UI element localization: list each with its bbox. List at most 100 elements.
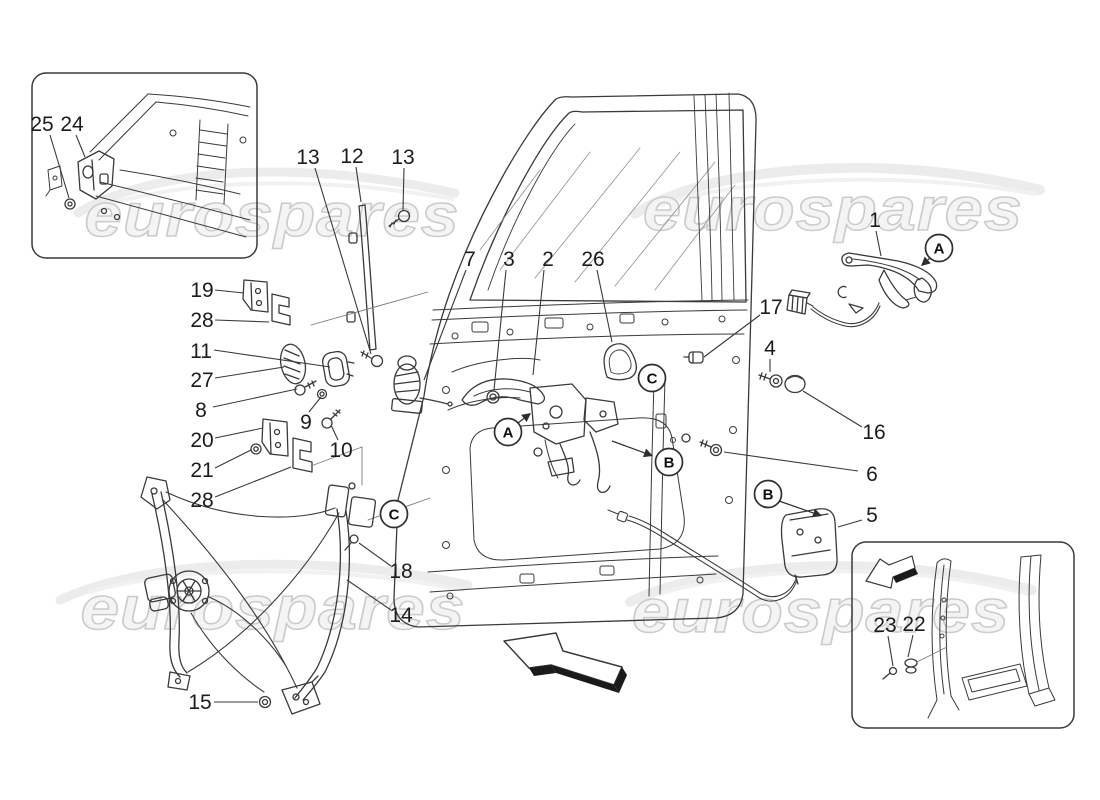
screw-23 (882, 666, 898, 680)
part-label-27: 27 (190, 369, 213, 392)
marker-arrow-head (812, 508, 822, 518)
part-label-18: 18 (389, 560, 412, 583)
leader-line (214, 427, 264, 439)
screw-13-upper (388, 209, 411, 228)
ref-marker-A (924, 233, 954, 263)
leader-line (532, 269, 545, 376)
striker-bracket-24 (77, 150, 121, 221)
marker-arrow-head (643, 448, 653, 458)
part-label-6: 6 (866, 463, 878, 486)
part-label-20: 20 (190, 429, 213, 452)
direction-arrow-large (503, 632, 627, 693)
watermark-text: eurospares (643, 175, 1023, 243)
leader-line (214, 366, 285, 379)
leader-line (358, 542, 392, 567)
part-label-8: 8 (195, 399, 207, 422)
door-corner-sketch (89, 93, 251, 238)
part-label-9: 9 (300, 411, 312, 434)
door-check-strap (391, 355, 453, 414)
clip-22 (904, 658, 918, 674)
triangle-trim-26 (603, 343, 637, 381)
part-label-28: 28 (190, 309, 213, 332)
marker-arrow-line (517, 418, 525, 424)
regulator-motor (144, 570, 210, 612)
part-label-12: 12 (340, 145, 363, 168)
small-bracket (45, 165, 63, 197)
leader-line (75, 134, 86, 158)
window-guide-rail (346, 204, 377, 351)
marker-arrow-head (921, 256, 931, 266)
ref-marker-letter-C: C (389, 507, 400, 524)
leader-line (213, 349, 331, 368)
door-outline (393, 93, 757, 628)
lock-cable (607, 509, 798, 602)
leader-line (837, 519, 863, 528)
leader-line (723, 451, 859, 472)
part-label-14: 14 (389, 604, 413, 627)
buffer-pad-11 (322, 350, 355, 388)
inner-handle-mechanism (461, 378, 619, 493)
leader-line (214, 466, 292, 498)
part-label-5: 5 (866, 504, 878, 527)
leader-line (887, 635, 894, 667)
part-label-23: 23 (873, 614, 896, 637)
leader-line (314, 167, 372, 355)
screw-8 (294, 380, 317, 396)
retainer-clip-28a (271, 293, 291, 326)
part-label-21: 21 (190, 459, 213, 482)
hinge-bracket-20 (261, 418, 289, 457)
leader-line (214, 449, 252, 469)
leader-line (330, 424, 339, 441)
part-label-10: 10 (329, 439, 352, 462)
hinge-bracket-19 (242, 279, 269, 313)
ref-marker-C (637, 363, 667, 393)
part-label-11: 11 (190, 340, 212, 363)
leader-line (875, 230, 882, 257)
regulator-base-plate (281, 675, 321, 715)
screw-10 (321, 409, 341, 429)
part-label-3: 3 (503, 248, 515, 271)
washer-9 (316, 388, 328, 400)
part-label-16: 16 (862, 421, 885, 444)
ref-marker-C (379, 499, 409, 529)
marker-arrow-line (778, 500, 814, 514)
ref-marker-letter-A: A (503, 425, 514, 442)
plug-16 (784, 374, 806, 394)
watermark-text: eurospares (85, 181, 460, 249)
leader-line (907, 634, 914, 658)
wedge-clip (848, 303, 864, 314)
leader-line (355, 166, 362, 203)
regulator-upper-bracket (324, 482, 377, 551)
rubber-pad-27 (279, 343, 307, 385)
part-label-17: 17 (759, 296, 782, 319)
leader-line (802, 390, 863, 428)
part-label-25: 25 (30, 113, 53, 136)
part-label-15: 15 (188, 691, 211, 714)
ref-marker-letter-A: A (934, 241, 945, 258)
part-label-13: 13 (296, 146, 319, 169)
clip-17 (683, 351, 704, 364)
swoosh-graphics (55, 162, 1045, 607)
c-clip (837, 285, 847, 299)
part-label-22: 22 (902, 613, 925, 636)
leader-line (493, 269, 507, 391)
ref-marker-B (654, 447, 684, 477)
part-label-28: 28 (190, 489, 213, 512)
window-frame (469, 109, 747, 303)
marker-arrow-head (521, 413, 531, 423)
leader-line (703, 314, 761, 358)
leader-line (596, 269, 613, 343)
ref-marker-letter-B: B (664, 455, 675, 472)
marker-arrow-line (611, 440, 645, 454)
handle-cable (810, 302, 881, 328)
leader-line (423, 269, 467, 381)
leader-line (49, 134, 70, 199)
glass-reflections (479, 147, 736, 291)
leader-line (212, 388, 298, 408)
screw-18 (349, 534, 359, 544)
pillar-sketch (927, 554, 1056, 719)
leader-lines-layer (49, 134, 914, 703)
washer-25 (64, 198, 76, 210)
